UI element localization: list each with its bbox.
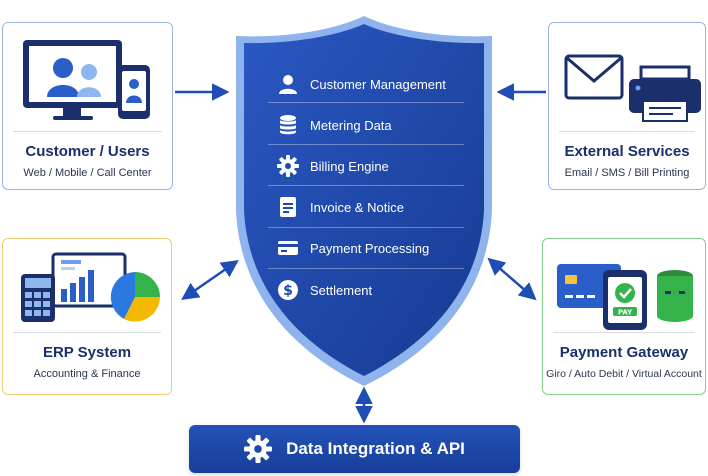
node-subtitle: Accounting & Finance <box>33 368 141 380</box>
center-item-label: Payment Processing <box>310 240 430 256</box>
center-item-label: Billing Engine <box>310 158 389 174</box>
divider <box>268 227 464 228</box>
center-item-settlement: $ Settlement <box>270 270 464 310</box>
center-item-label: Invoice & Notice <box>310 199 404 215</box>
center-item-invoice-notice: Invoice & Notice <box>270 187 464 227</box>
center-item-customer-management: Customer Management <box>270 64 464 104</box>
divider <box>553 332 695 333</box>
gear-icon <box>244 435 273 463</box>
database-icon <box>276 113 300 137</box>
node-subtitle: Email / SMS / Bill Printing <box>564 167 690 179</box>
node-subtitle: Giro / Auto Debit / Virtual Account <box>546 368 702 380</box>
arrow-payment-center <box>487 257 537 301</box>
email-printer-icon <box>564 54 701 122</box>
user-icon <box>276 72 300 96</box>
node-external-services: External Services Email / SMS / Bill Pri… <box>548 22 706 190</box>
gear-icon <box>276 154 300 178</box>
payment-card-phone-icon: PAY <box>557 264 693 330</box>
node-title: ERP System <box>42 344 132 361</box>
api-label: Data Integration & API <box>286 439 465 458</box>
calculator-chart-icon <box>21 252 160 322</box>
pay-badge: PAY <box>618 309 633 317</box>
divider <box>13 131 162 132</box>
center-item-metering-data: Metering Data <box>270 105 464 145</box>
node-customer-users: Customer / Users Web / Mobile / Call Cen… <box>2 22 173 190</box>
document-icon <box>276 195 300 219</box>
svg-text:$: $ <box>283 283 293 299</box>
card-icon <box>276 236 300 260</box>
divider <box>13 332 161 333</box>
node-title: External Services <box>564 143 690 160</box>
center-item-label: Metering Data <box>310 117 392 133</box>
node-subtitle: Web / Mobile / Call Center <box>23 167 152 179</box>
center-item-label: Settlement <box>310 282 373 298</box>
monitor-users-icon <box>23 40 150 120</box>
divider <box>268 185 464 186</box>
dollar-coin-icon: $ <box>276 278 300 302</box>
divider <box>559 131 695 132</box>
divider <box>268 144 464 145</box>
node-erp-system: ERP System Accounting & Finance <box>2 238 172 395</box>
node-title: Payment Gateway <box>559 344 689 361</box>
center-item-label: Customer Management <box>310 76 446 92</box>
center-item-payment-processing: Payment Processing <box>270 228 464 268</box>
data-integration-api-bar: Data Integration & API <box>189 425 520 473</box>
node-title: Customer / Users <box>25 143 150 160</box>
divider <box>268 268 464 269</box>
divider <box>268 102 464 103</box>
arrow-erp-center <box>181 260 239 300</box>
center-item-billing-engine: Billing Engine <box>270 146 464 186</box>
node-payment-gateway: PAY Payment Gateway Giro / Auto Debit / … <box>542 238 706 395</box>
